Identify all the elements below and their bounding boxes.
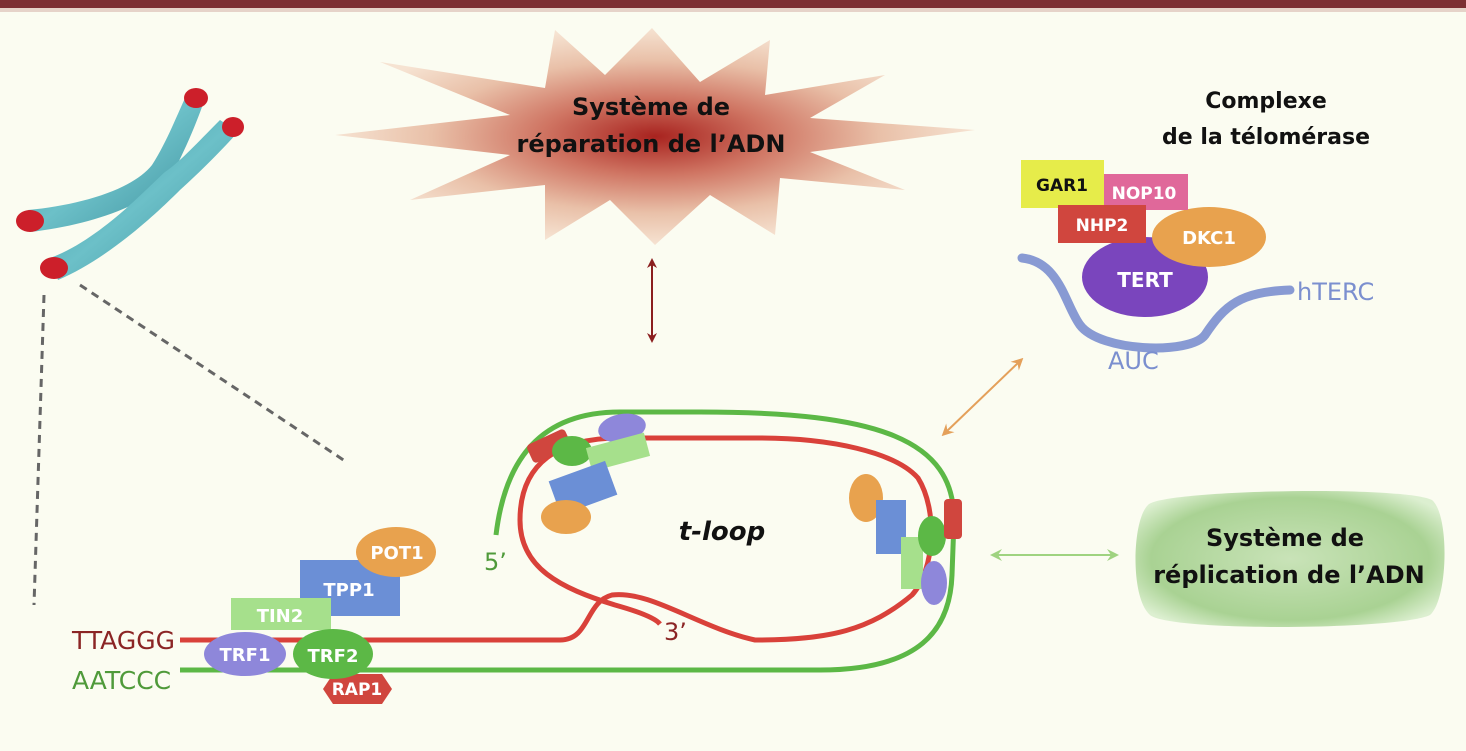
tloop-shelterin-upper [527, 413, 651, 534]
gar1-label: GAR1 [1036, 176, 1088, 196]
trf1-protein [204, 632, 286, 676]
telomere-cap [16, 210, 44, 232]
rap1-protein [944, 499, 962, 539]
hterc-label: hTERC [1297, 278, 1374, 306]
tpp1-label: TPP1 [323, 580, 374, 601]
dkc1-label: DKC1 [1182, 228, 1236, 249]
telomere-cap [40, 257, 68, 279]
repair-label-line1: Système de [572, 93, 730, 121]
telomerase-title-line2: de la télomérase [1162, 125, 1370, 150]
pot1-protein [356, 527, 436, 577]
replication-system: Système de réplication de l’ADN [1135, 490, 1445, 628]
zoom-line-vertical [32, 294, 46, 606]
trf2-protein [918, 516, 946, 556]
three-prime-label: 3’ [664, 618, 687, 646]
tin2-protein [231, 598, 331, 630]
trf1-protein [598, 413, 646, 443]
repair-system: Système de réparation de l’ADN [335, 28, 975, 245]
top-border [0, 0, 1466, 8]
telomere-cap [222, 117, 244, 137]
telomerase-complex: Complexe de la télomérase TERT DKC1 NOP1… [1017, 89, 1374, 375]
gar1-protein [1021, 160, 1104, 208]
rap1-protein [527, 429, 571, 463]
nhp2-label: NHP2 [1076, 216, 1129, 236]
pot1-protein [849, 474, 883, 522]
trf2-protein [552, 436, 592, 466]
repair-star-shape [335, 28, 975, 245]
c-strand [180, 409, 957, 673]
nop10-label: NOP10 [1112, 184, 1177, 204]
trf1-label: TRF1 [220, 645, 271, 666]
dkc1-protein [1152, 207, 1266, 267]
repair-label-line2: réparation de l’ADN [517, 130, 786, 158]
pot1-label: POT1 [370, 543, 423, 564]
template-auc-label: AUC [1108, 347, 1159, 375]
replication-label-line2: réplication de l’ADN [1153, 561, 1425, 589]
five-prime-label: 5’ [484, 548, 507, 576]
replication-label-line1: Système de [1206, 524, 1364, 552]
telomere-cap [184, 88, 208, 108]
pot1-protein [541, 500, 591, 534]
nhp2-protein [1058, 205, 1146, 243]
telomeric-dna: TTAGGG AATCCC 5’ 3’ t-loop [71, 409, 957, 695]
chromosome [16, 88, 244, 280]
telomerase-arrow [941, 357, 1024, 437]
trf1-protein [921, 561, 947, 605]
top-border-shade [0, 8, 1466, 12]
replication-cloud [1135, 490, 1445, 628]
tin2-protein [901, 537, 923, 589]
rap1-label: RAP1 [332, 680, 383, 700]
hterc-rna [1017, 253, 1295, 353]
tloop-label: t-loop [679, 517, 765, 547]
rap1-protein [323, 674, 392, 704]
telomerase-title-line1: Complexe [1205, 89, 1327, 114]
trf2-protein [293, 629, 373, 679]
c-strand-sequence: AATCCC [72, 666, 171, 695]
g-strand-sequence: TTAGGG [71, 626, 175, 655]
nop10-protein [1100, 174, 1188, 210]
tloop-shelterin-right [849, 474, 962, 605]
chromosome-arm-upper-left [28, 92, 205, 232]
tert-label: TERT [1117, 268, 1173, 292]
tin2-label: TIN2 [257, 606, 304, 627]
tin2-protein [585, 432, 651, 472]
zoom-line-diagonal [79, 283, 349, 465]
shelterin-complex: TPP1 POT1 TIN2 RAP1 TRF1 TRF2 [204, 527, 436, 704]
trf2-label: TRF2 [308, 646, 359, 667]
chromosome-arm-upper-right [50, 120, 238, 280]
g-strand [180, 435, 934, 643]
